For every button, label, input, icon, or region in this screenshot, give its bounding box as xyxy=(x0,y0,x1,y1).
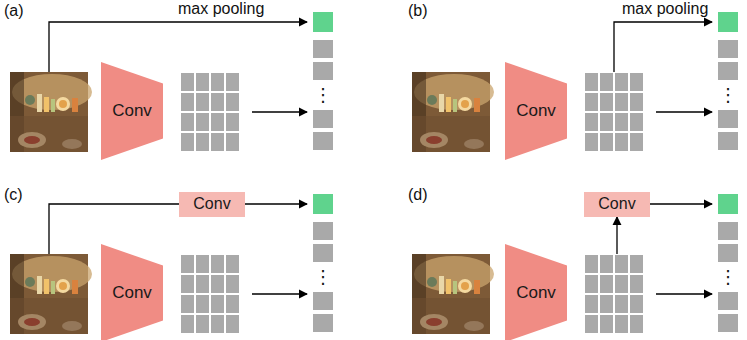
panel-label: (d) xyxy=(408,186,428,204)
token-column xyxy=(718,12,738,150)
panel-label: (a) xyxy=(4,2,24,20)
ellipsis: ⋮ xyxy=(313,263,333,291)
feature-map xyxy=(180,72,240,152)
feature-map xyxy=(584,254,644,334)
feature-map xyxy=(584,72,644,152)
conv-encoder: Conv xyxy=(505,244,567,340)
arrow xyxy=(656,293,712,294)
conv-encoder: Conv xyxy=(505,62,567,160)
input-image xyxy=(10,72,92,152)
panel-label: (b) xyxy=(408,2,428,20)
arrow xyxy=(614,22,712,72)
node-text: Conv xyxy=(516,283,556,303)
arrow xyxy=(650,203,712,204)
arrow xyxy=(245,203,307,204)
operation-label: max pooling xyxy=(622,0,708,18)
arrow xyxy=(49,22,307,72)
node-text: Conv xyxy=(193,195,230,213)
line xyxy=(49,204,179,254)
token-column xyxy=(313,194,333,332)
conv-encoder: Conv xyxy=(101,244,163,340)
conv-block: Conv xyxy=(179,192,245,217)
operation-label: max pooling xyxy=(178,0,264,18)
panel-label: (c) xyxy=(4,186,23,204)
conv-block: Conv xyxy=(584,192,650,217)
ellipsis: ⋮ xyxy=(718,263,738,291)
trapezoid-shape xyxy=(101,62,163,160)
token-column xyxy=(313,12,333,150)
ellipsis: ⋮ xyxy=(718,81,738,109)
trapezoid-shape xyxy=(505,62,567,160)
arrow xyxy=(252,293,307,294)
arrow xyxy=(252,111,307,112)
trapezoid-shape xyxy=(505,244,567,340)
feature-map xyxy=(180,254,240,334)
ellipsis: ⋮ xyxy=(313,81,333,109)
input-image xyxy=(412,72,494,152)
input-image xyxy=(412,254,494,334)
arrow xyxy=(616,217,617,254)
node-text: Conv xyxy=(598,195,635,213)
arrow xyxy=(656,111,712,112)
node-text: Conv xyxy=(516,101,556,121)
token-column xyxy=(718,194,738,332)
trapezoid-shape xyxy=(101,244,163,340)
input-image xyxy=(10,254,92,334)
node-text: Conv xyxy=(112,101,152,121)
node-text: Conv xyxy=(112,283,152,303)
conv-encoder: Conv xyxy=(101,62,163,160)
